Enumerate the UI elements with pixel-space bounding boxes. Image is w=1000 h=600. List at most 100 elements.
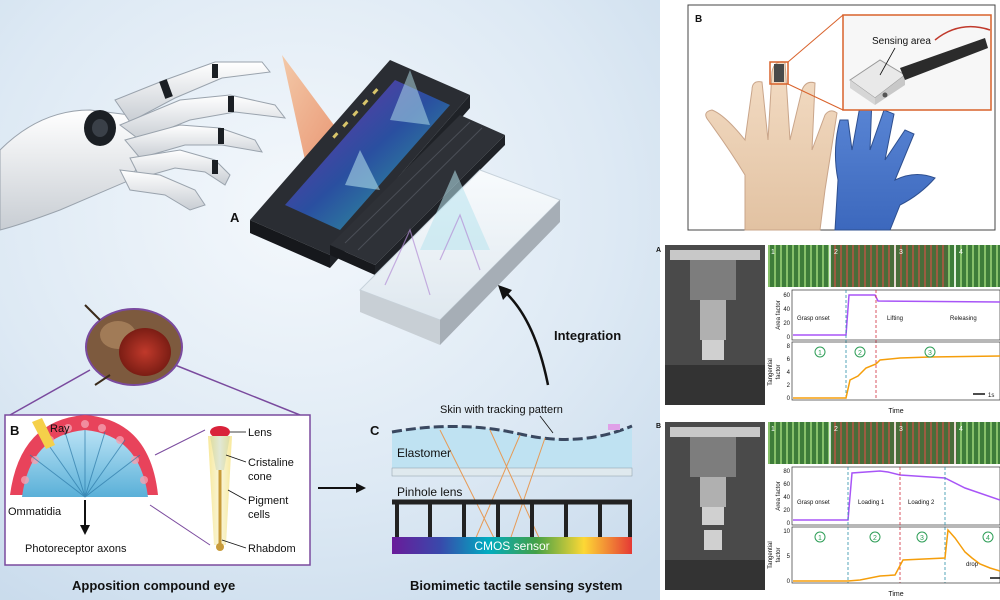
exp-b-photo [665, 422, 765, 590]
exp-a-area-tick-0: 0 [787, 335, 791, 341]
exp-a-photo [665, 245, 765, 405]
tactile-cross-section [391, 424, 633, 554]
exp-b-grasp-onset: Grasp onset [797, 500, 830, 506]
experiment-b: B 1 2 3 4 Area factor 80 60 40 20 0 [656, 422, 1000, 598]
exp-a-scale-label: 1s [988, 393, 994, 399]
exp-b-drop: drop [966, 562, 979, 568]
lens-label: Lens [248, 427, 272, 439]
zoom-line-right [174, 364, 301, 416]
exp-b-area-tick-60: 60 [783, 482, 790, 488]
exp-a-frames [768, 245, 1000, 287]
exp-a-releasing: Releasing [950, 316, 977, 322]
exp-a-area-tick-60: 60 [783, 293, 790, 299]
rhabdom-label: Rhabdom [248, 543, 296, 555]
exp-b-frame-2: 2 [834, 426, 838, 433]
exp-a-phase-markers [814, 346, 936, 358]
sensor-module [849, 25, 991, 105]
exp-b-tang-tick-5: 5 [787, 554, 791, 560]
cristaline-label-2: cone [248, 471, 272, 483]
exp-b-area-tick-40: 40 [783, 495, 790, 501]
gloved-hand [834, 94, 936, 231]
fly-photo [84, 304, 183, 386]
b-to-c-arrowhead [356, 483, 366, 493]
exp-a-area-ylabel: Area factor [776, 300, 782, 329]
left-panel: A Integration B [0, 0, 660, 600]
exp-a-phase-3: 3 [928, 350, 932, 357]
bare-hand [705, 61, 838, 231]
exp-a-area-tick-20: 20 [783, 321, 790, 327]
exp-b-phase-4: 4 [986, 535, 990, 542]
pigment-label-2: cells [248, 509, 271, 521]
exp-a-phase-1: 1 [818, 350, 822, 357]
experiment-a: A 1 2 3 4 Area factor 60 40 20 0 Grasp o [656, 245, 1000, 415]
robotic-hand-illustration [0, 61, 287, 231]
exp-a-tang-ylabel-2: factor [776, 364, 782, 379]
exp-a-tang-ylabel-1: Tangential [768, 358, 774, 385]
exp-a-frame-4: 4 [959, 249, 963, 256]
exp-a-tang-tick-6: 6 [787, 357, 791, 363]
elastomer-label: Elastomer [397, 446, 451, 460]
exp-b-area-tick-80: 80 [783, 469, 790, 475]
exp-a-frame-2: 2 [834, 249, 838, 256]
integration-arrow [504, 291, 550, 386]
cmos-label: CMOS sensor [474, 539, 549, 553]
photo-label-b: B [695, 14, 702, 25]
integration-label: Integration [554, 328, 621, 343]
exp-a-area-tick-40: 40 [783, 307, 790, 313]
exp-b-frame-3: 3 [899, 426, 903, 433]
exp-b-tang-series [793, 528, 1000, 582]
exp-b-tang-tick-10: 10 [783, 529, 790, 535]
ray-beam [32, 418, 55, 449]
exp-b-loading-2: Loading 2 [908, 500, 935, 506]
exp-a-area-series [793, 294, 1000, 336]
exp-b-tang-axes [791, 526, 1000, 584]
ommatidium-diagram [208, 426, 232, 551]
exp-b-xlabel: Time [888, 591, 903, 598]
pigment-label-1: Pigment [248, 495, 288, 507]
pinhole-lens-label: Pinhole lens [397, 485, 462, 499]
exp-b-area-series [793, 470, 1000, 521]
zoom-line-left [9, 369, 91, 416]
exp-b-frame-4: 4 [959, 426, 963, 433]
sensing-area-label: Sensing area [872, 36, 931, 47]
sensor-on-finger [774, 64, 784, 82]
exp-a-tang-tick-0: 0 [787, 396, 791, 402]
exp-b-frame-1: 1 [771, 426, 775, 433]
label-b: B [10, 423, 19, 438]
exp-b-phase-1: 1 [818, 535, 822, 542]
exp-b-tang-tick-0: 0 [787, 579, 791, 585]
exp-b-phase-3: 3 [920, 535, 924, 542]
exp-b-phase-markers [814, 531, 994, 543]
exp-a-area-axes [791, 289, 1000, 341]
cristaline-label-1: Cristaline [248, 457, 294, 469]
ommatidium-zoom-bottom [149, 504, 211, 546]
exp-a-tang-axes [791, 341, 1000, 401]
hand-photo-panel: B Sensing area [687, 4, 996, 231]
exp-a-tang-tick-2: 2 [787, 383, 791, 389]
device-exploded-view [250, 60, 561, 345]
ommatidia-label: Ommatidia [8, 506, 62, 518]
exp-b-tang-ylabel-2: factor [776, 547, 782, 562]
exp-a-grasp-onset: Grasp onset [797, 316, 830, 322]
caption-biomimetic: Biomimetic tactile sensing system [410, 578, 622, 593]
exp-b-loading-1: Loading 1 [858, 500, 885, 506]
exp-a-phase-2: 2 [858, 350, 862, 357]
axon-arrowhead [80, 525, 90, 535]
skin-label: Skin with tracking pattern [440, 404, 563, 416]
exp-a-label: A [656, 247, 661, 254]
exp-b-phase-2: 2 [873, 535, 877, 542]
exp-a-xlabel: Time [888, 408, 903, 415]
ray-label: Ray [50, 423, 70, 435]
exp-b-area-tick-20: 20 [783, 508, 790, 514]
exp-b-area-tick-0: 0 [787, 521, 791, 527]
exp-a-tang-series [793, 355, 1000, 399]
exp-b-area-ylabel: Area factor [776, 481, 782, 510]
exp-a-frame-3: 3 [899, 249, 903, 256]
exp-a-tang-tick-8: 8 [787, 344, 791, 350]
label-a: A [230, 210, 240, 225]
exp-b-area-axes [791, 466, 1000, 526]
exp-b-tang-ylabel-1: Tangential [768, 541, 774, 568]
exp-a-frame-1: 1 [771, 249, 775, 256]
sensor-highlight [769, 61, 789, 85]
exp-a-lifting: Lifting [887, 316, 903, 322]
